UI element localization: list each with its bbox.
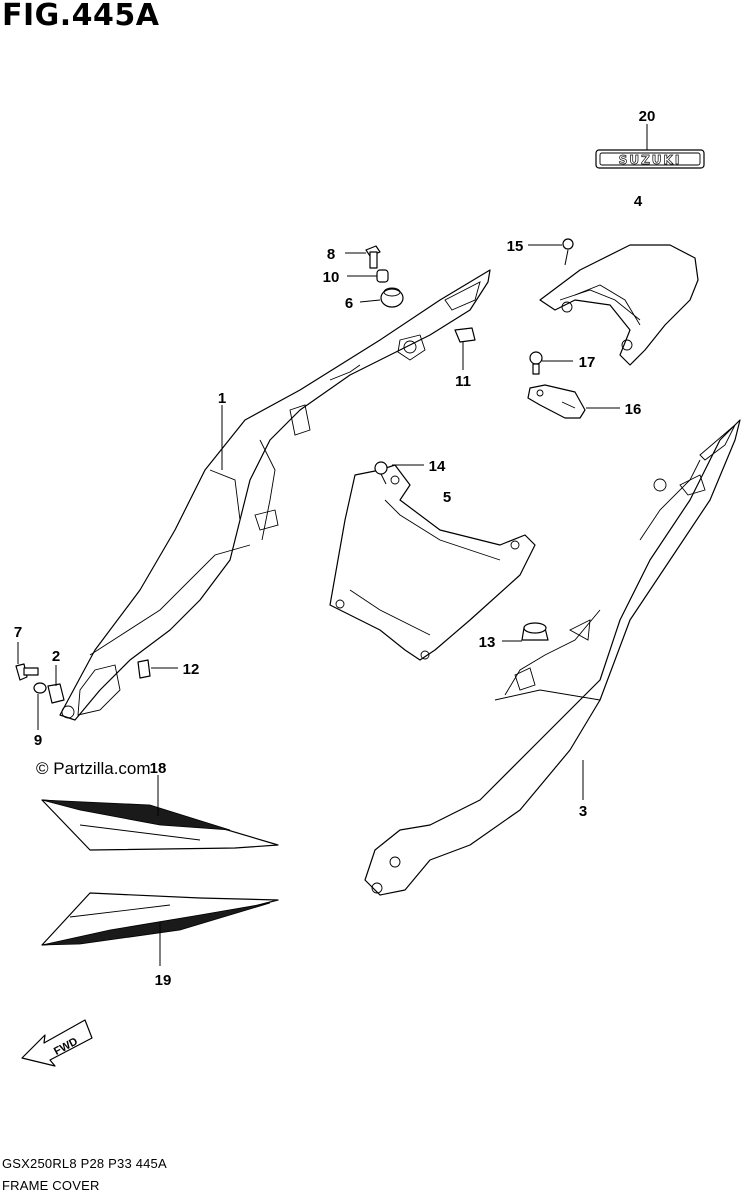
callout-1: 1 — [218, 390, 226, 407]
callout-11: 11 — [455, 373, 471, 390]
center-cover — [329, 464, 536, 661]
suzuki-emblem: SUZUKI — [595, 149, 705, 169]
callout-14: 14 — [429, 458, 446, 475]
clip-12-icon — [137, 659, 151, 679]
watermark: © Partzilla.com — [36, 759, 151, 778]
clip-11-icon — [454, 327, 476, 343]
callout-10: 10 — [323, 269, 340, 286]
callout-numbers: 1 2 3 4 5 6 7 8 9 10 11 12 13 14 15 16 1… — [14, 108, 656, 989]
callout-5: 5 — [443, 489, 451, 506]
bolt-17-icon — [529, 351, 543, 375]
screw-15-icon — [562, 238, 574, 266]
callout-2: 2 — [52, 648, 60, 665]
callout-16: 16 — [625, 401, 642, 418]
emblem-text: SUZUKI — [619, 153, 682, 167]
callout-9: 9 — [34, 732, 42, 749]
callout-8: 8 — [327, 246, 335, 263]
grommet-6-icon — [380, 287, 404, 308]
collar-10-icon — [376, 269, 389, 283]
bolt-7-icon — [15, 663, 39, 681]
figure-title: FIG.445A — [2, 0, 160, 33]
bolt-8-icon — [365, 245, 381, 269]
footer-name: FRAME COVER — [2, 1178, 100, 1193]
callout-3: 3 — [579, 803, 587, 820]
footer-code: GSX250RL8 P28 P33 445A — [2, 1156, 167, 1171]
collar-9-icon — [33, 682, 47, 694]
fwd-arrow-icon: FWD — [21, 1019, 93, 1067]
screw-14-icon — [374, 461, 388, 485]
callout-6: 6 — [345, 295, 353, 312]
tail-cover — [539, 244, 699, 366]
bracket — [527, 384, 586, 419]
decal-18 — [41, 799, 279, 851]
decal-19 — [41, 892, 279, 946]
grommet-2-icon — [47, 683, 65, 704]
callout-4: 4 — [634, 193, 643, 210]
callout-12: 12 — [183, 661, 200, 678]
callout-7: 7 — [14, 624, 22, 641]
grommet-13-icon — [521, 622, 549, 641]
leader-lines — [17, 124, 648, 966]
frame-cover-left — [59, 269, 491, 721]
callout-18: 18 — [150, 760, 167, 777]
callout-17: 17 — [579, 354, 596, 371]
callout-15: 15 — [507, 238, 524, 255]
callout-20: 20 — [639, 108, 656, 125]
callout-19: 19 — [155, 972, 172, 989]
callout-13: 13 — [479, 634, 496, 651]
frame-cover-right — [364, 419, 741, 896]
